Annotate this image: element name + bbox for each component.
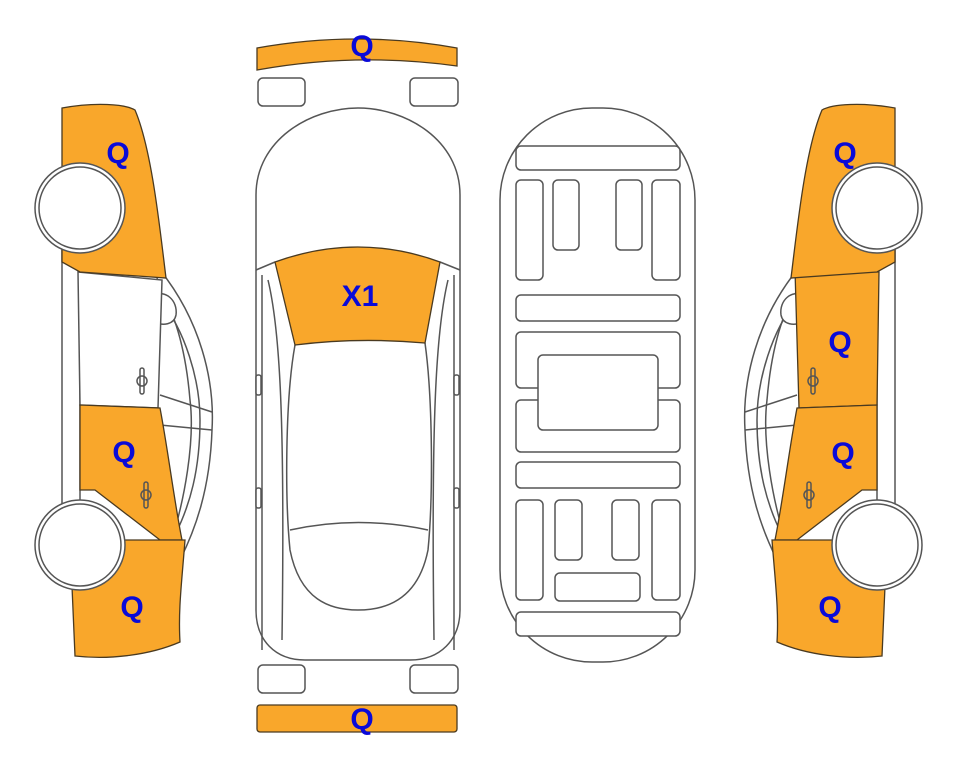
underbody-view <box>499 107 696 663</box>
left-door-handles <box>136 367 152 509</box>
left-rocker <box>61 249 81 521</box>
label-front-bumper: Q <box>350 30 373 63</box>
front-bumper[interactable] <box>256 38 458 71</box>
label-left-rear-quarter: Q <box>120 591 143 624</box>
label-right-front-fender: Q <box>833 137 856 170</box>
rear-left-light <box>257 664 306 694</box>
label-right-rear-door: Q <box>831 437 854 470</box>
top-view: Q X1 Q <box>255 30 461 736</box>
label-windshield: X1 <box>342 280 379 313</box>
front-right-light <box>409 77 459 107</box>
car-body-top <box>255 107 461 661</box>
label-left-rear-door: Q <box>112 436 135 469</box>
left-side-view: Q Q Q <box>34 103 214 658</box>
left-front-door[interactable] <box>77 271 163 409</box>
label-rear-bumper: Q <box>350 703 373 736</box>
label-right-front-door: Q <box>828 326 851 359</box>
rear-bumper[interactable] <box>256 704 458 733</box>
right-side-view: Q Q Q Q <box>743 103 923 658</box>
windshield[interactable] <box>274 246 441 346</box>
label-left-front-fender: Q <box>106 137 129 170</box>
front-left-light <box>257 77 306 107</box>
label-right-rear-quarter: Q <box>818 591 841 624</box>
rear-right-light <box>409 664 459 694</box>
